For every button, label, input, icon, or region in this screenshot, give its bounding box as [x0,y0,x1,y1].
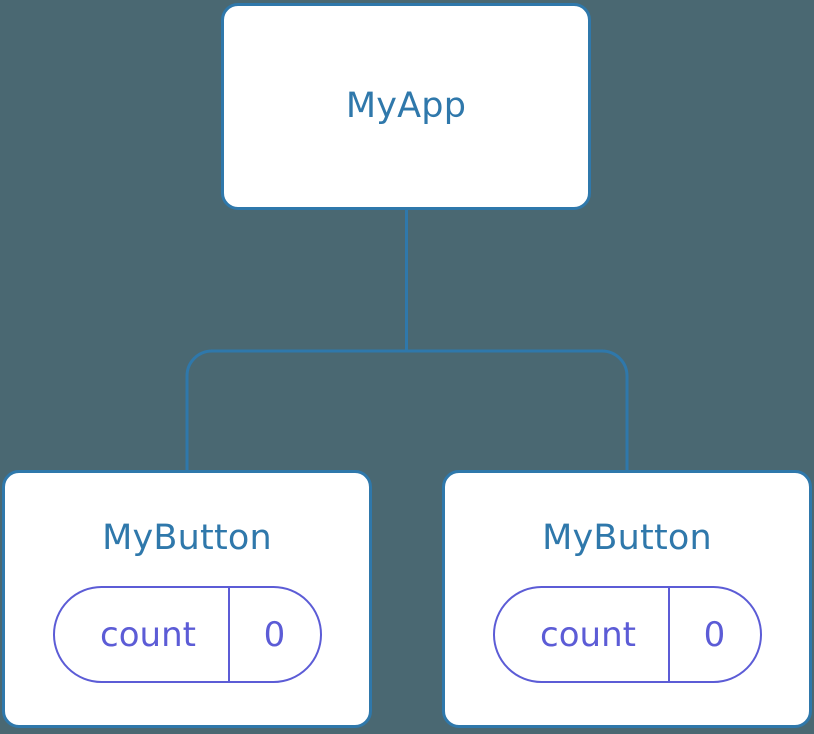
edge-branch-to-left-child [185,349,407,471]
component-node-myapp[interactable]: MyApp [221,3,591,210]
state-pill[interactable]: count 0 [492,586,762,683]
state-key: count [540,614,636,655]
state-key: count [100,614,196,655]
edge-branch-to-right-child [406,349,629,471]
component-node-title: MyApp [345,86,467,126]
component-node-mybutton-2[interactable]: MyButton count 0 [442,470,812,728]
state-value: 0 [667,588,760,681]
component-node-title: MyButton [102,518,272,558]
state-pill[interactable]: count 0 [52,586,322,683]
component-node-mybutton-1[interactable]: MyButton count 0 [2,470,372,728]
state-value: 0 [227,588,320,681]
component-node-title: MyButton [542,518,712,558]
